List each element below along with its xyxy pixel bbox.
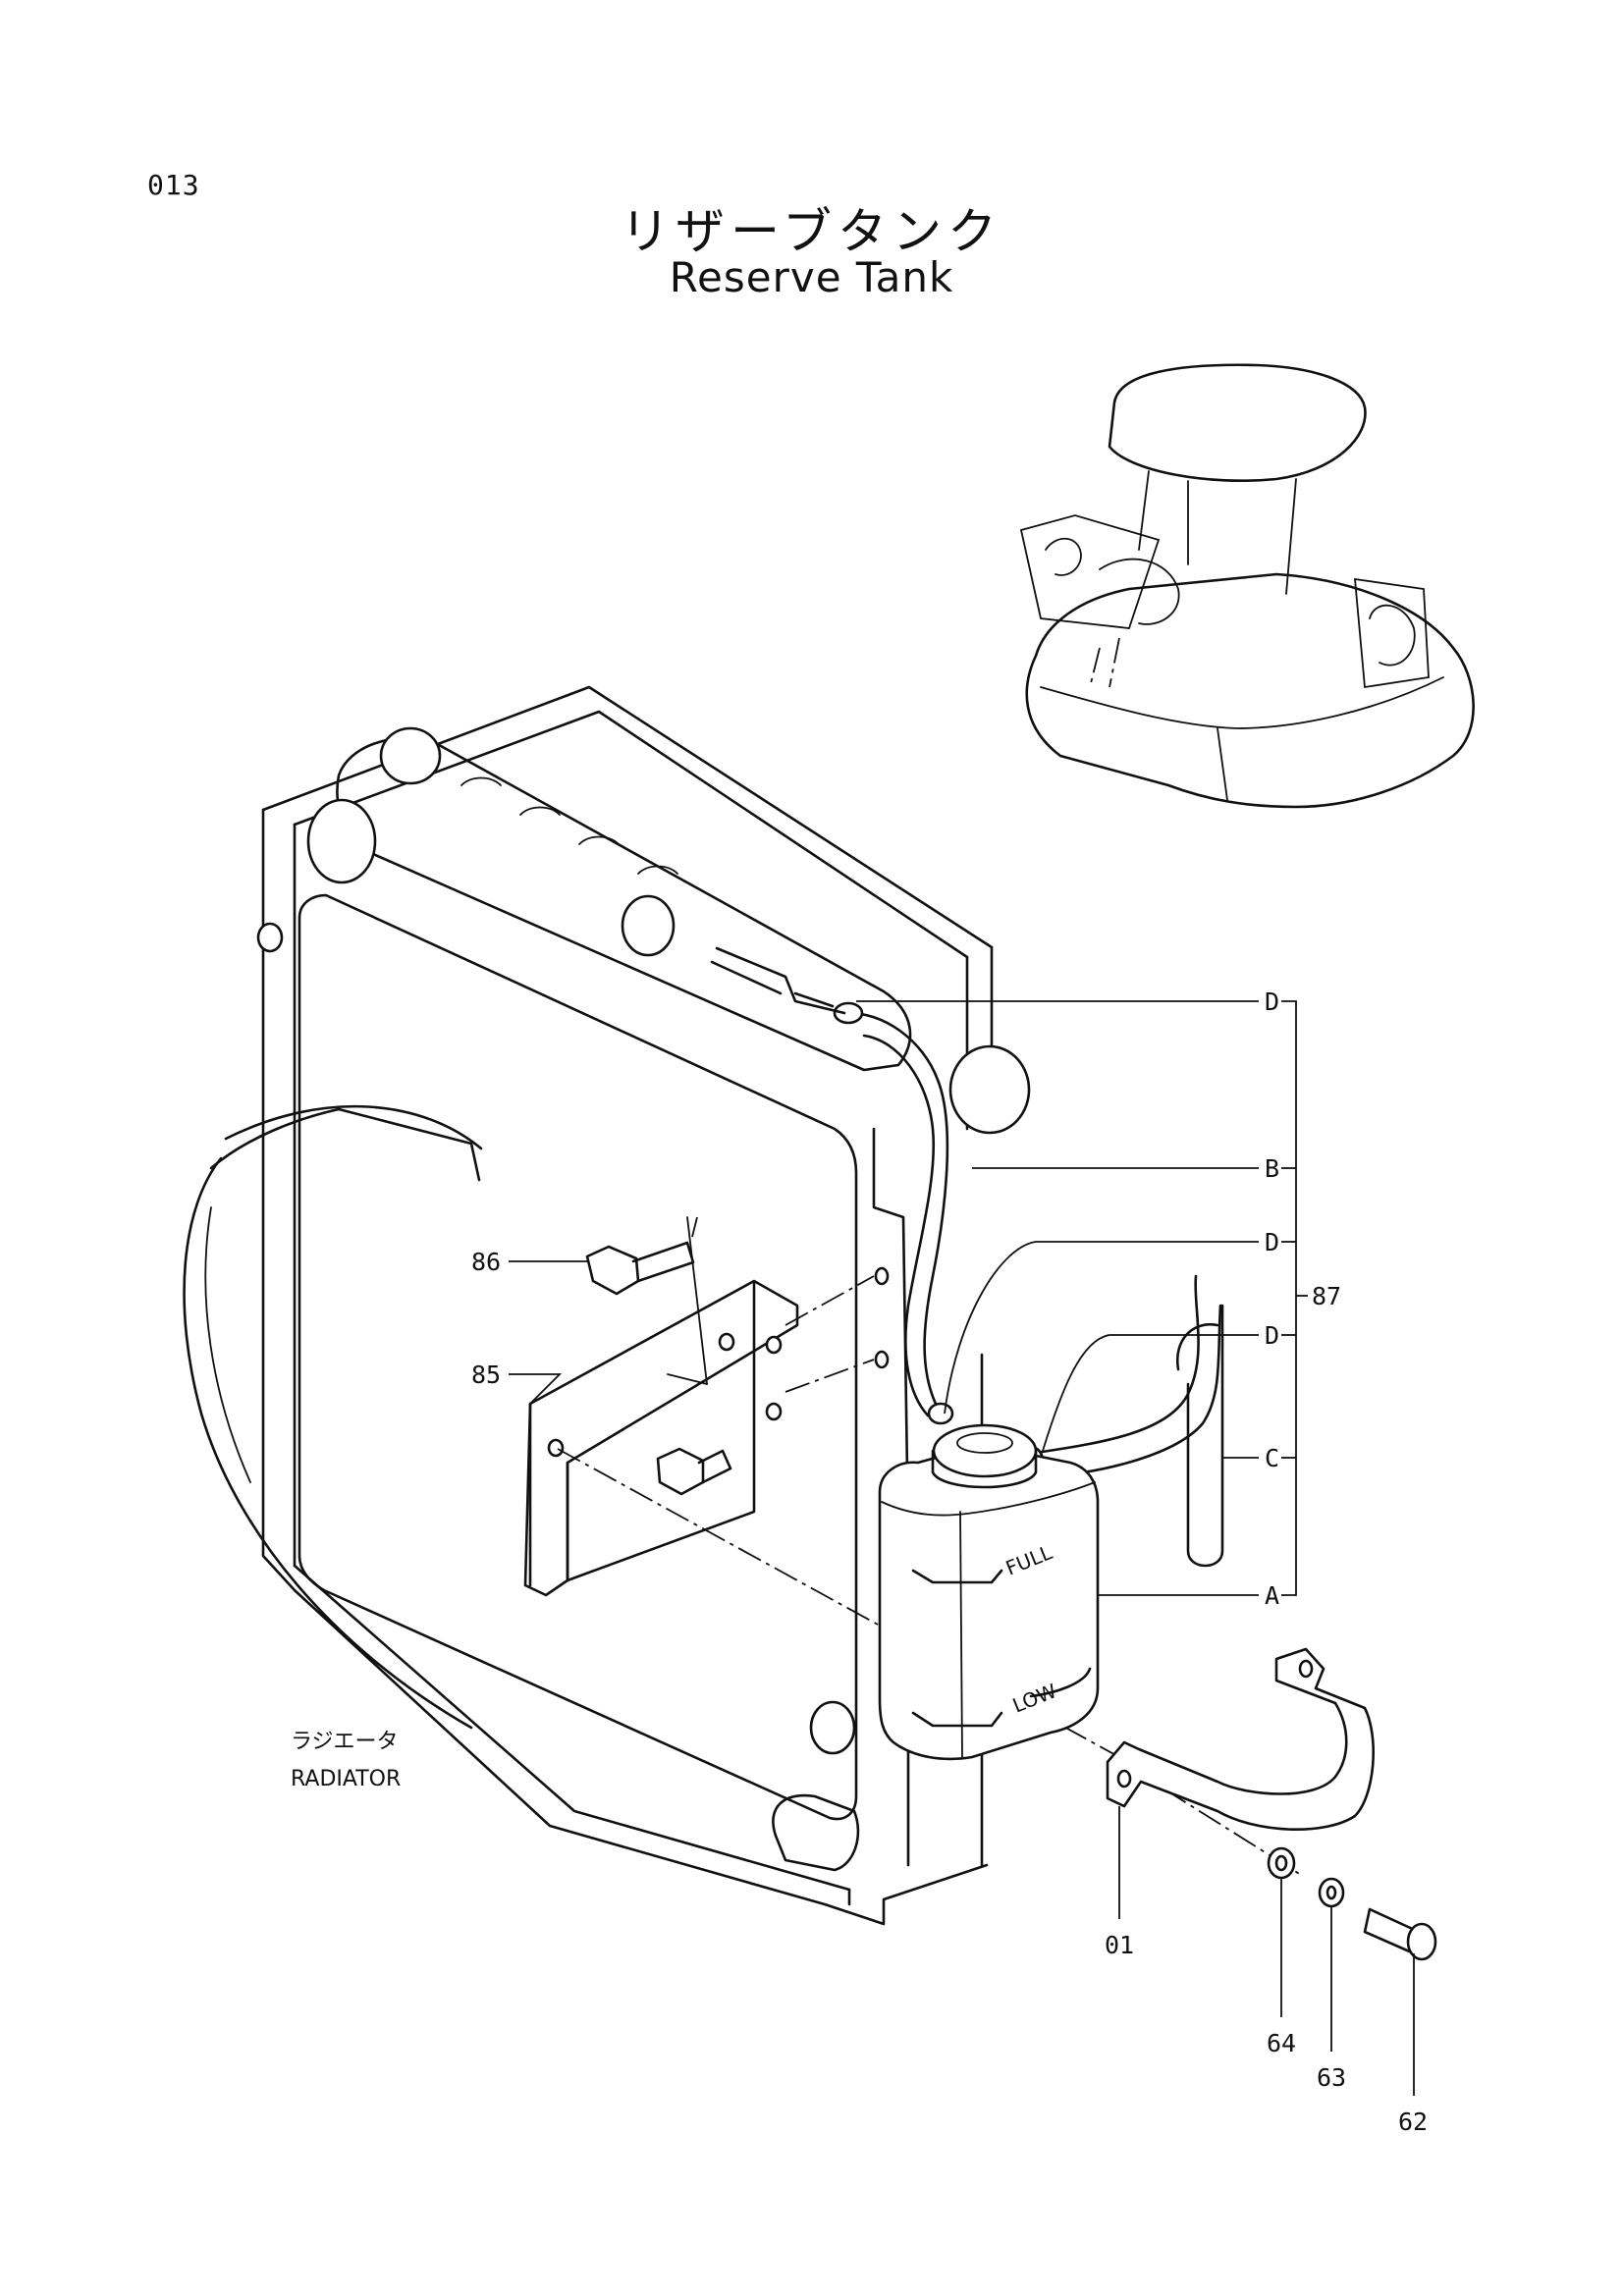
- callout-bolt: 62: [1398, 2108, 1428, 2136]
- callout-bracket-plate: 85: [471, 1361, 501, 1389]
- callout-kit: 87: [1312, 1282, 1341, 1310]
- callout-hose-clip-top: D: [1265, 988, 1279, 1016]
- page-title-japanese: リザーブタンク: [621, 203, 1002, 260]
- reserve-tank: FULL LOW: [878, 1423, 1100, 1761]
- callout-band: 01: [1105, 1931, 1134, 1959]
- callout-overflow-hose: C: [1265, 1444, 1279, 1472]
- page-number: 013: [147, 169, 200, 201]
- callout-washer-b: 63: [1317, 2063, 1346, 2092]
- radiator-label-japanese: ラジエータ: [291, 1730, 399, 1754]
- callout-washer-a: 64: [1267, 2029, 1296, 2057]
- leader-lines: [509, 1000, 1415, 2096]
- radiator-label: RADIATOR: [291, 1767, 401, 1791]
- callout-tank: A: [1265, 1581, 1279, 1610]
- tank-band: [1106, 1647, 1375, 1832]
- callout-hose-clip-low: D: [1265, 1321, 1279, 1350]
- callout-hose-clip-mid: D: [1265, 1228, 1279, 1256]
- callout-labels: D B D D C A 87 86 85 01 64 63 62 ラジエータ R…: [291, 988, 1428, 2136]
- callout-hose-upper: B: [1265, 1154, 1279, 1183]
- callout-bolt-bracket: 86: [471, 1248, 501, 1276]
- fasteners: [1267, 1846, 1437, 1961]
- page-title: Reserve Tank: [669, 253, 954, 301]
- machine-overview-inset: [1019, 363, 1475, 809]
